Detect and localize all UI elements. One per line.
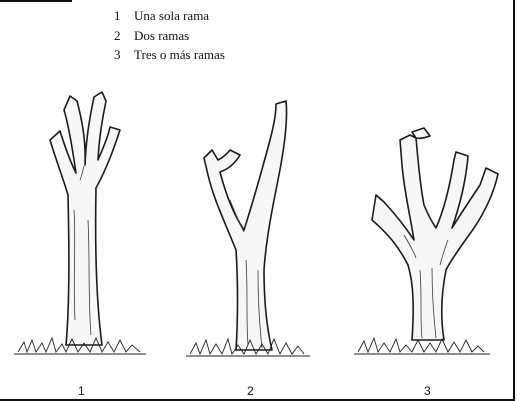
tree-single-branch-icon bbox=[14, 92, 146, 354]
tree-three-or-more-branches-icon bbox=[354, 128, 498, 354]
figure-label-1: 1 bbox=[78, 384, 85, 398]
tree-two-branches-icon bbox=[186, 101, 310, 356]
figure-label-3: 3 bbox=[424, 384, 431, 398]
figure-label-2: 2 bbox=[247, 384, 254, 398]
